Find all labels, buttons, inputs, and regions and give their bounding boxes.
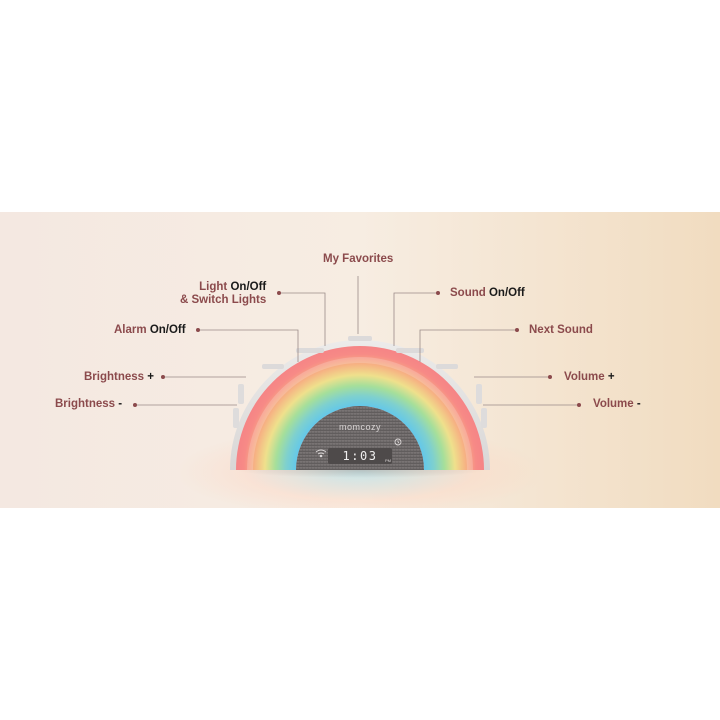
- label-my-favorites: My Favorites: [323, 253, 394, 265]
- leader-next-sound: [419, 329, 516, 362]
- clock-time: 1:03: [343, 449, 378, 463]
- dot-alarm: [196, 328, 200, 332]
- label-volume-up: Volume +: [564, 371, 615, 383]
- dot-brightness-down: [133, 403, 137, 407]
- sound-button[interactable]: [396, 348, 424, 353]
- label-alarm: Alarm On/Off: [114, 324, 186, 336]
- clock-period: PM: [385, 458, 391, 463]
- light-button[interactable]: [296, 348, 324, 353]
- next-sound-button[interactable]: [436, 364, 458, 369]
- alarm-clock-icon: [394, 438, 402, 446]
- label-brightness-up: Brightness +: [84, 371, 154, 383]
- label-light: Light On/Off & Switch Lights: [180, 281, 267, 306]
- favorites-button[interactable]: [348, 336, 372, 341]
- label-volume-down: Volume -: [593, 398, 641, 410]
- rainbow-lamp: momcozy 1:03 PM: [230, 336, 490, 471]
- brand-logo: momcozy: [339, 422, 381, 432]
- volume-down-button[interactable]: [481, 408, 487, 428]
- alarm-button[interactable]: [262, 364, 284, 369]
- dot-brightness-up: [161, 375, 165, 379]
- dot-volume-up: [548, 375, 552, 379]
- brightness-down-button[interactable]: [233, 408, 239, 428]
- volume-up-button[interactable]: [476, 384, 482, 404]
- leader-light: [281, 292, 326, 346]
- wifi-icon: [315, 449, 327, 458]
- dot-light: [277, 291, 281, 295]
- leader-alarm: [200, 329, 299, 362]
- leader-sound: [393, 292, 436, 346]
- dot-next-sound: [515, 328, 519, 332]
- dot-sound: [436, 291, 440, 295]
- brightness-up-button[interactable]: [238, 384, 244, 404]
- label-brightness-down: Brightness -: [55, 398, 123, 410]
- leader-lines: [137, 276, 578, 406]
- label-sound: Sound On/Off: [450, 287, 525, 299]
- product-banner: momcozy 1:03 PM: [0, 212, 720, 508]
- dot-volume-down: [577, 403, 581, 407]
- clock-display: [328, 448, 392, 464]
- label-next-sound: Next Sound: [529, 324, 593, 336]
